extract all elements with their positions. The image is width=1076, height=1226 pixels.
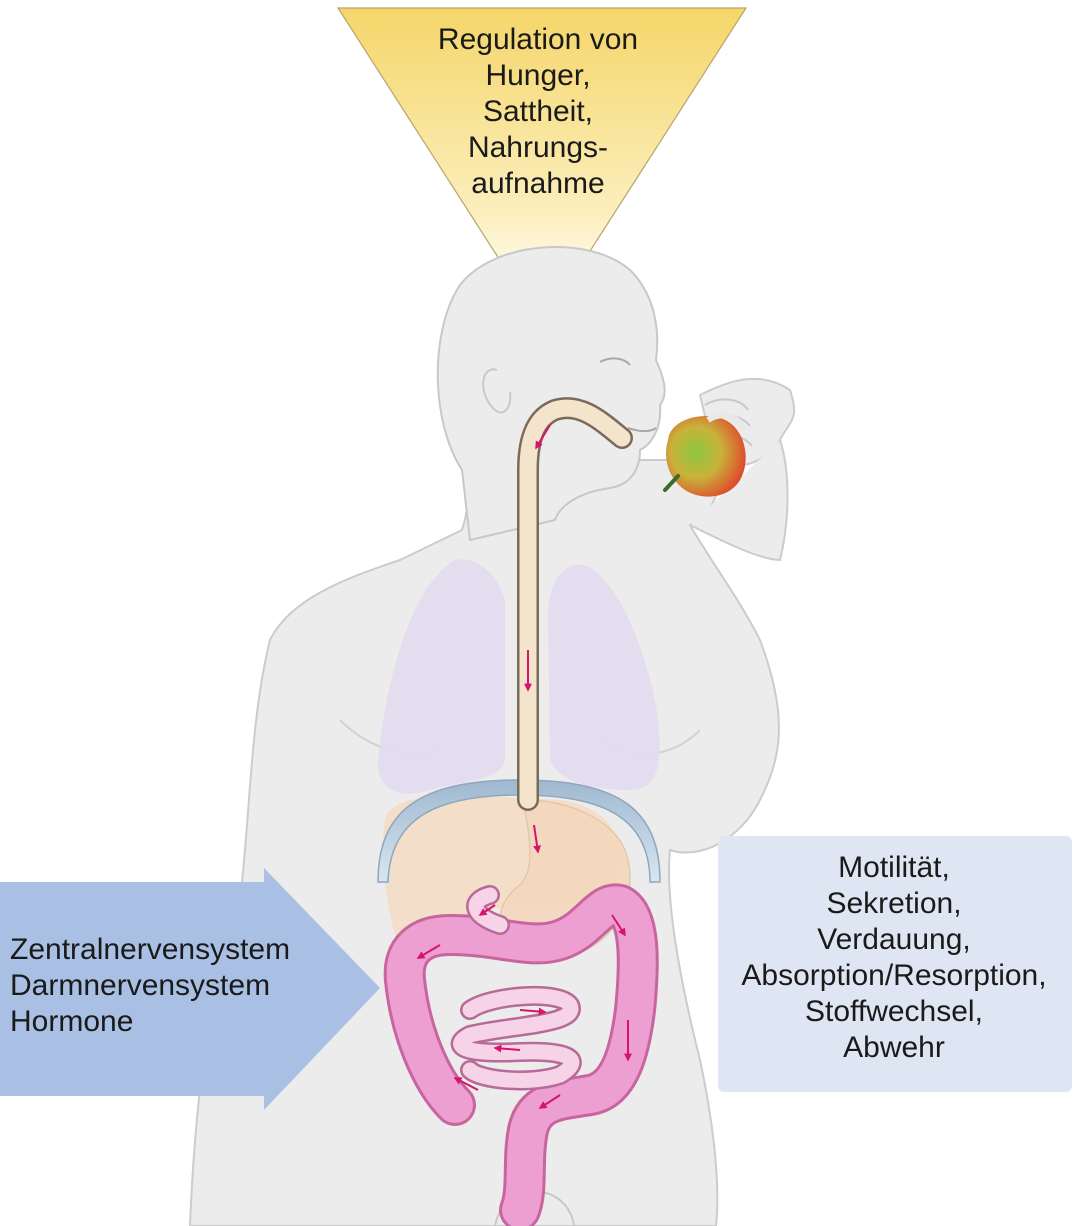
- control-system-line: Zentralnervensystem: [10, 932, 340, 968]
- control-system-line: Hormone: [10, 1004, 340, 1040]
- control-system-line: Darmnervensystem: [10, 968, 340, 1004]
- regulation-line: Hunger,: [368, 58, 708, 94]
- function-line: Motilität,: [718, 850, 1070, 886]
- regulation-label: Regulation von Hunger, Sattheit, Nahrung…: [368, 22, 708, 202]
- control-systems-label: Zentralnervensystem Darmnervensystem Hor…: [10, 932, 340, 1040]
- regulation-line: Sattheit,: [368, 94, 708, 130]
- function-line: Absorption/Resorption,: [718, 958, 1070, 994]
- function-line: Sekretion,: [718, 886, 1070, 922]
- function-line: Verdauung,: [718, 922, 1070, 958]
- regulation-line: aufnahme: [368, 166, 708, 202]
- regulation-line: Regulation von: [368, 22, 708, 58]
- functions-label: Motilität, Sekretion, Verdauung, Absorpt…: [718, 850, 1070, 1066]
- function-line: Stoffwechsel,: [718, 994, 1070, 1030]
- regulation-line: Nahrungs-: [368, 130, 708, 166]
- function-line: Abwehr: [718, 1030, 1070, 1066]
